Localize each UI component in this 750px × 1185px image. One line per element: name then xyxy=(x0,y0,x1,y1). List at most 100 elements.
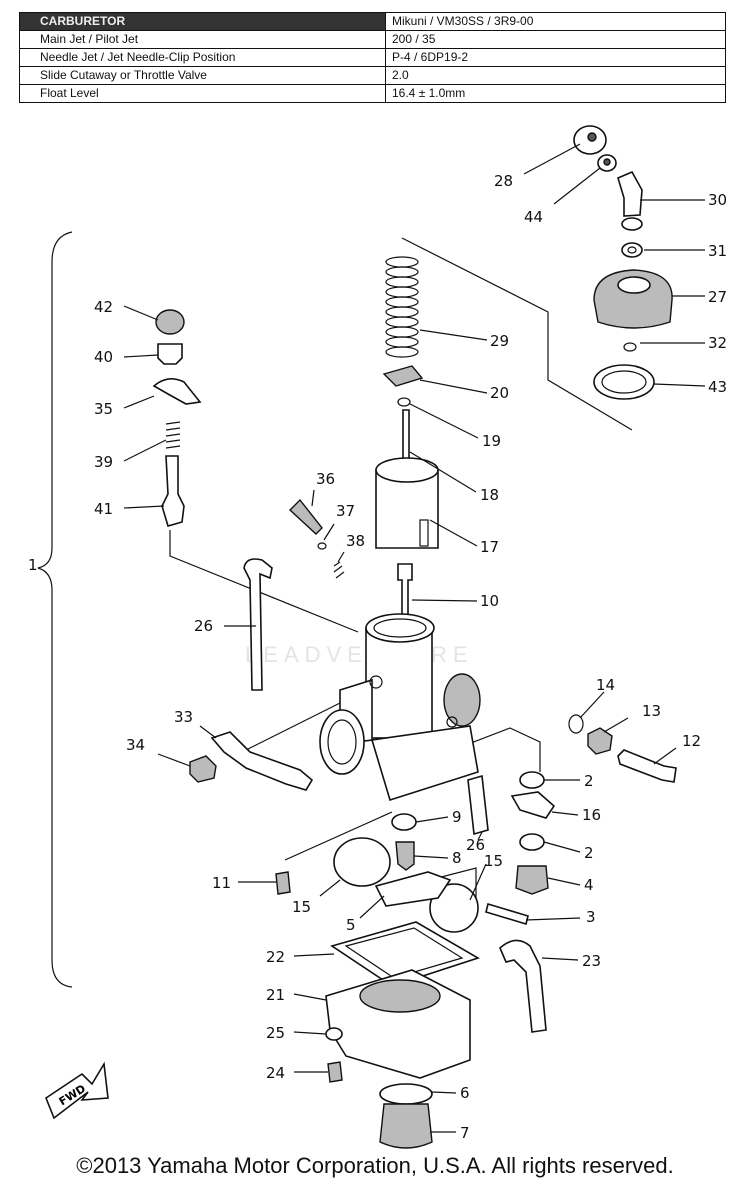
callout-24: 24 xyxy=(266,1064,285,1082)
assembly-guide-line xyxy=(401,237,633,431)
spec-label: CARBURETOR xyxy=(19,12,386,31)
part-11-screw xyxy=(275,871,291,895)
part-14-o-ring xyxy=(568,714,584,734)
callout-29: 29 xyxy=(490,332,509,350)
callout-8: 8 xyxy=(452,849,462,867)
part-22-gasket-inner xyxy=(344,927,464,979)
callout-30: 30 xyxy=(708,191,727,209)
part-4-plug xyxy=(515,865,549,895)
callout-37: 37 xyxy=(336,502,355,520)
callout-17: 17 xyxy=(480,538,499,556)
callout-26-upper: 26 xyxy=(194,617,213,635)
callout-14: 14 xyxy=(596,676,615,694)
callout-33: 33 xyxy=(174,708,193,726)
callout-6: 6 xyxy=(460,1084,470,1102)
callout-31: 31 xyxy=(708,242,727,260)
part-27-top-cap xyxy=(593,269,673,329)
callout-9: 9 xyxy=(452,808,462,826)
part-8-valve-seat xyxy=(395,841,415,871)
part-30-elbow xyxy=(617,170,643,217)
callout-28: 28 xyxy=(494,172,513,190)
callout-35: 35 xyxy=(94,400,113,418)
part-40-adjuster xyxy=(157,343,183,365)
leader-lines xyxy=(123,143,706,1133)
part-3-tube xyxy=(485,902,529,926)
callout-numbers: 28 44 30 31 27 32 43 29 20 19 18 17 10 4… xyxy=(28,172,727,1142)
part-37-o-ring xyxy=(317,542,327,550)
spec-value: 16.4 ± 1.0mm xyxy=(385,84,726,103)
part-24-screw xyxy=(327,1061,343,1083)
part-2-washer xyxy=(519,771,545,789)
part-19-clip xyxy=(397,397,411,407)
callout-4: 4 xyxy=(584,876,594,894)
part-38-spring xyxy=(333,561,345,579)
callout-21: 21 xyxy=(266,986,285,1004)
assembly-guide-line xyxy=(284,811,393,861)
part-9-washer xyxy=(391,813,417,831)
part-1-carburetor-body xyxy=(319,613,481,802)
part-29-spring xyxy=(385,256,419,358)
part-20-retainer xyxy=(382,365,424,387)
part-42-cap xyxy=(155,309,185,335)
callout-3: 3 xyxy=(586,908,596,926)
part-41-cable-fitting xyxy=(161,455,185,527)
part-15-float-right xyxy=(429,883,479,933)
spec-table: CARBURETOR Mikuni / VM30SS / 3R9-00 Main… xyxy=(19,12,726,103)
spec-value: P-4 / 6DP19-2 xyxy=(385,48,726,67)
part-44-nut-hole xyxy=(603,158,611,166)
callout-18: 18 xyxy=(480,486,499,504)
part-17-slide-slot xyxy=(419,519,429,547)
spec-row: Float Level 16.4 ± 1.0mm xyxy=(19,84,726,103)
callout-15-left: 15 xyxy=(292,898,311,916)
part-30-elbow-base xyxy=(621,217,643,231)
part-26-lower-hose xyxy=(467,774,489,836)
callout-39: 39 xyxy=(94,453,113,471)
part-17-slide-top xyxy=(375,457,439,483)
part-25-washer xyxy=(325,1027,343,1041)
part-34-bolt xyxy=(189,755,217,783)
callout-25: 25 xyxy=(266,1024,285,1042)
spec-row: CARBURETOR Mikuni / VM30SS / 3R9-00 xyxy=(19,12,726,31)
part-43-gasket xyxy=(593,364,655,400)
spec-label: Float Level xyxy=(19,84,386,103)
callout-16: 16 xyxy=(582,806,601,824)
callout-5: 5 xyxy=(346,916,356,934)
part-2-washer-lower xyxy=(519,833,545,851)
callout-2-lower: 2 xyxy=(584,844,594,862)
callout-15-right: 15 xyxy=(484,852,503,870)
spec-value: Mikuni / VM30SS / 3R9-00 xyxy=(385,12,726,31)
part-26-upper-hose xyxy=(243,558,273,691)
callout-23: 23 xyxy=(582,952,601,970)
part-23-drain-hose xyxy=(499,939,547,1033)
part-7-fitting xyxy=(379,1103,433,1149)
part-15-float-left xyxy=(333,837,391,887)
part-33-lever xyxy=(210,731,314,791)
callout-10: 10 xyxy=(480,592,499,610)
callout-41: 41 xyxy=(94,500,113,518)
part-28-cap-hole xyxy=(587,132,597,142)
callout-22: 22 xyxy=(266,948,285,966)
part-22-gasket xyxy=(330,921,480,987)
fwd-arrow-icon: FWD xyxy=(45,1061,109,1120)
callout-32: 32 xyxy=(708,334,727,352)
part-43-gasket-inner xyxy=(601,370,647,394)
callout-7: 7 xyxy=(460,1124,470,1142)
part-39-spring xyxy=(165,421,181,449)
callout-26-lower: 26 xyxy=(466,836,485,854)
callout-1: 1 xyxy=(28,556,38,574)
callout-36: 36 xyxy=(316,470,335,488)
callout-11: 11 xyxy=(212,874,231,892)
callout-13: 13 xyxy=(642,702,661,720)
copyright-notice: ©2013 Yamaha Motor Corporation, U.S.A. A… xyxy=(76,1153,674,1178)
assembly-bracket xyxy=(37,231,73,988)
part-16-bracket xyxy=(510,791,556,819)
part-5-float-arm xyxy=(374,871,452,907)
callout-38: 38 xyxy=(346,532,365,550)
callout-34: 34 xyxy=(126,736,145,754)
callout-27: 27 xyxy=(708,288,727,306)
part-31-washer-hole xyxy=(627,246,637,254)
callout-20: 20 xyxy=(490,384,509,402)
callout-44: 44 xyxy=(524,208,543,226)
callout-2-upper: 2 xyxy=(584,772,594,790)
